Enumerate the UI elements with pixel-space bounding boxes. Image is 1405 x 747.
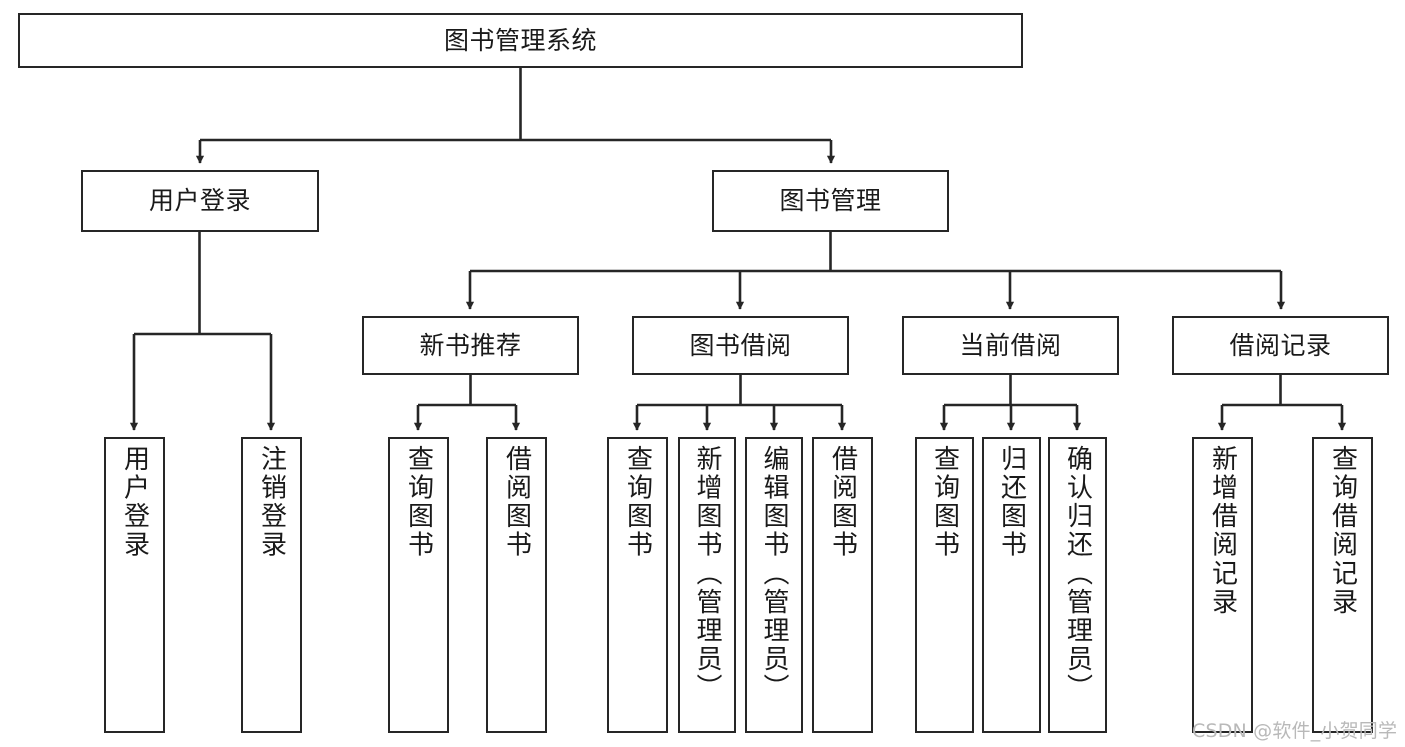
node-leaf-user-login-label: 用户登录 <box>119 445 150 560</box>
node-leaf-query-record-label: 查询借阅记录 <box>1327 445 1358 617</box>
node-new-book-recommend-label: 新书推荐 <box>419 330 522 360</box>
node-user-login-label: 用户登录 <box>148 186 251 215</box>
node-leaf-add-record-label: 新增借阅记录 <box>1207 445 1238 617</box>
node-book-borrow[interactable]: 图书借阅 <box>632 316 849 375</box>
node-book-management[interactable]: 图书管理 <box>712 170 949 232</box>
node-leaf-borrow-book-2-label: 借阅图书 <box>827 445 858 560</box>
node-leaf-logout[interactable]: 注销登录 <box>241 437 302 733</box>
node-leaf-add-record[interactable]: 新增借阅记录 <box>1192 437 1253 733</box>
node-book-management-label: 图书管理 <box>779 186 882 215</box>
node-leaf-confirm-return-label: 确认归还（管理员） <box>1062 445 1093 703</box>
node-leaf-query-book-3[interactable]: 查询图书 <box>915 437 974 733</box>
node-leaf-borrow-book-1[interactable]: 借阅图书 <box>486 437 547 733</box>
node-current-borrow-label: 当前借阅 <box>959 330 1062 360</box>
node-leaf-return-book[interactable]: 归还图书 <box>982 437 1041 733</box>
node-leaf-borrow-book-1-label: 借阅图书 <box>501 445 532 560</box>
node-leaf-confirm-return[interactable]: 确认归还（管理员） <box>1048 437 1107 733</box>
csdn-watermark: CSDN @软件_小贺同学 <box>1192 720 1398 742</box>
node-leaf-return-book-label: 归还图书 <box>996 445 1027 560</box>
node-leaf-query-book-1-label: 查询图书 <box>403 445 434 560</box>
node-leaf-query-book-3-label: 查询图书 <box>929 445 960 560</box>
node-leaf-user-login[interactable]: 用户登录 <box>104 437 165 733</box>
node-leaf-edit-book-label: 编辑图书（管理员） <box>759 445 789 703</box>
node-book-borrow-label: 图书借阅 <box>689 330 792 360</box>
node-leaf-query-record[interactable]: 查询借阅记录 <box>1312 437 1373 733</box>
node-current-borrow[interactable]: 当前借阅 <box>902 316 1119 375</box>
node-leaf-add-book-label: 新增图书（管理员） <box>692 445 722 703</box>
node-new-book-recommend[interactable]: 新书推荐 <box>362 316 579 375</box>
node-leaf-query-book-2-label: 查询图书 <box>622 445 653 560</box>
node-leaf-query-book-1[interactable]: 查询图书 <box>388 437 449 733</box>
node-leaf-edit-book[interactable]: 编辑图书（管理员） <box>745 437 803 733</box>
node-borrow-record[interactable]: 借阅记录 <box>1172 316 1389 375</box>
node-leaf-add-book[interactable]: 新增图书（管理员） <box>678 437 736 733</box>
node-leaf-borrow-book-2[interactable]: 借阅图书 <box>812 437 873 733</box>
node-borrow-record-label: 借阅记录 <box>1229 330 1332 360</box>
node-leaf-query-book-2[interactable]: 查询图书 <box>607 437 668 733</box>
node-leaf-logout-label: 注销登录 <box>256 445 287 560</box>
node-root[interactable]: 图书管理系统 <box>18 13 1023 68</box>
node-user-login[interactable]: 用户登录 <box>81 170 319 232</box>
node-root-label: 图书管理系统 <box>443 25 597 55</box>
